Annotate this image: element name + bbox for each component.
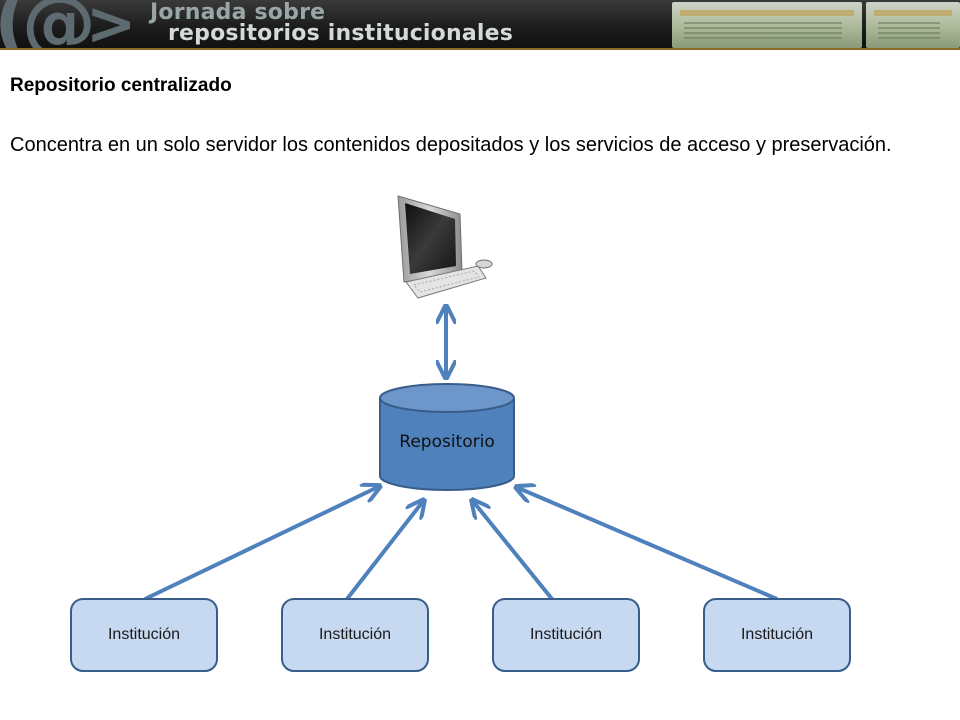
banner-screenshot-thumbnail xyxy=(672,2,862,48)
banner-divider xyxy=(0,48,960,50)
institution-arrow xyxy=(516,487,778,601)
institution-box xyxy=(281,598,429,672)
institution-box xyxy=(70,598,218,672)
header-banner: (@ > Jornada sobre repositorios instituc… xyxy=(0,0,960,50)
institution-boxes xyxy=(70,598,851,672)
institution-box xyxy=(703,598,851,672)
chevron-logo-icon: > xyxy=(86,0,137,50)
institution-arrow xyxy=(144,486,380,601)
institution-arrows xyxy=(144,486,778,601)
at-sign-logo-icon: (@ xyxy=(0,0,96,50)
banner-title-line2: repositorios institucionales xyxy=(168,21,514,46)
slide-body-text: Concentra en un solo servidor los conten… xyxy=(10,134,892,156)
repository-cylinder xyxy=(379,383,515,491)
institution-label: Institución xyxy=(107,626,181,643)
computer-workstation-icon xyxy=(397,195,493,299)
institution-label: Institución xyxy=(740,626,814,643)
banner-title-line1: Jornada sobre xyxy=(150,0,326,25)
institution-box xyxy=(492,598,640,672)
institution-label: Institución xyxy=(529,626,603,643)
institution-label: Institución xyxy=(318,626,392,643)
repository-label: Repositorio xyxy=(399,432,495,452)
banner-screenshot-thumbnail xyxy=(866,2,960,48)
slide-title: Repositorio centralizado xyxy=(10,75,232,96)
institution-arrow xyxy=(345,500,424,601)
institution-arrow xyxy=(472,500,554,601)
